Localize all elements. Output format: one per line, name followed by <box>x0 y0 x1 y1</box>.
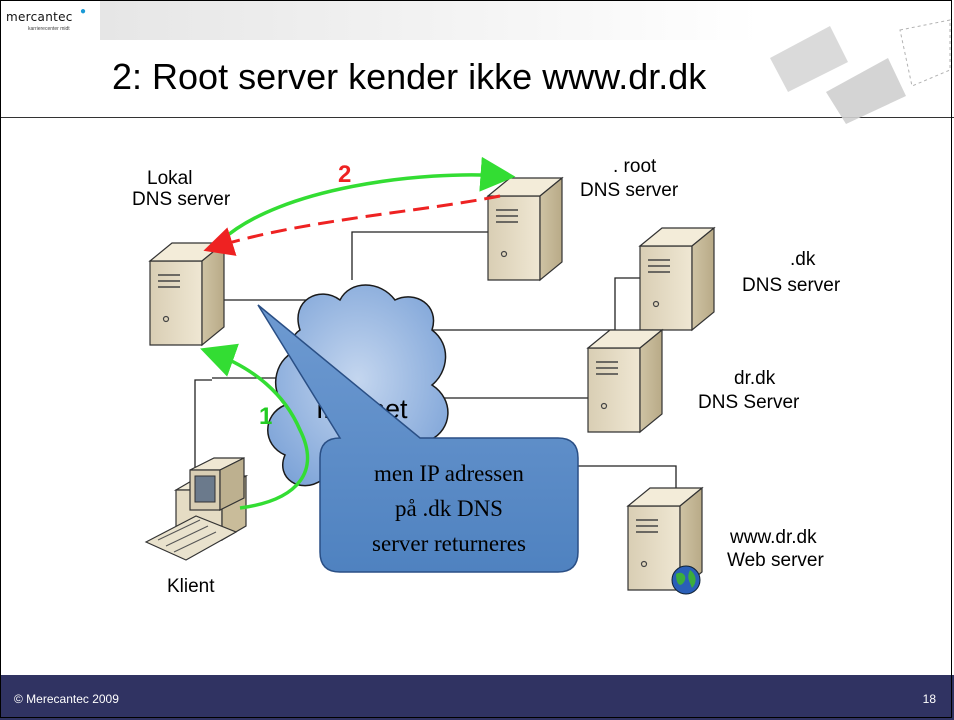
drdk-dns-label-2: DNS Server <box>698 392 800 413</box>
link-dk <box>430 277 640 331</box>
header-band <box>100 0 760 40</box>
logo-subtitle: karrierecenter midt <box>28 26 70 32</box>
query-arrow-from-client <box>200 343 310 510</box>
root-dns-label-2: DNS server <box>580 180 679 201</box>
dk-dns-label-2: DNS server <box>742 275 841 296</box>
local-dns-server-icon <box>149 242 225 346</box>
page-number: 18 <box>922 692 936 706</box>
query-arrow-to-root <box>220 156 516 242</box>
web-server-label-2: Web server <box>727 550 824 571</box>
logo-dot-icon: ● <box>80 6 87 17</box>
referral-arrow-from-root <box>203 194 501 256</box>
web-server-label-1: www.dr.dk <box>729 527 817 548</box>
drdk-dns-label-1: dr.dk <box>734 368 776 389</box>
local-dns-label-2: DNS server <box>132 189 231 210</box>
footer-bar: © Merecantec 2009 18 <box>0 675 954 720</box>
callout-line-2: på .dk DNS <box>395 496 503 521</box>
slide-title: 2: Root server kender ikke www.dr.dk <box>112 56 707 97</box>
title-divider <box>0 117 954 118</box>
local-dns-label-1: Lokal <box>147 168 192 189</box>
root-dns-label-1: . root <box>613 156 657 177</box>
footer-copyright: © Merecantec 2009 <box>14 692 119 706</box>
client-computer-icon <box>144 457 249 561</box>
callout-line-1: men IP adressen <box>374 461 524 486</box>
decorative-shapes <box>770 19 951 124</box>
mercantec-logo: mercantec ● karrierecenter midt <box>6 6 102 36</box>
link-client <box>194 379 212 480</box>
callout-bubble: men IP adressen på .dk DNS server return… <box>257 304 579 573</box>
logo-name: mercantec <box>6 10 73 24</box>
dk-dns-server-icon <box>639 227 715 331</box>
drdk-dns-server-icon <box>587 329 663 433</box>
root-dns-server-icon <box>487 177 563 281</box>
dk-dns-label-1: .dk <box>790 249 816 270</box>
callout-line-3: server returneres <box>372 531 526 556</box>
step-1-label: 1 <box>259 403 272 430</box>
client-label: Klient <box>167 576 215 597</box>
step-2-label: 2 <box>338 161 351 188</box>
globe-icon <box>671 565 701 595</box>
link-root <box>351 231 495 280</box>
